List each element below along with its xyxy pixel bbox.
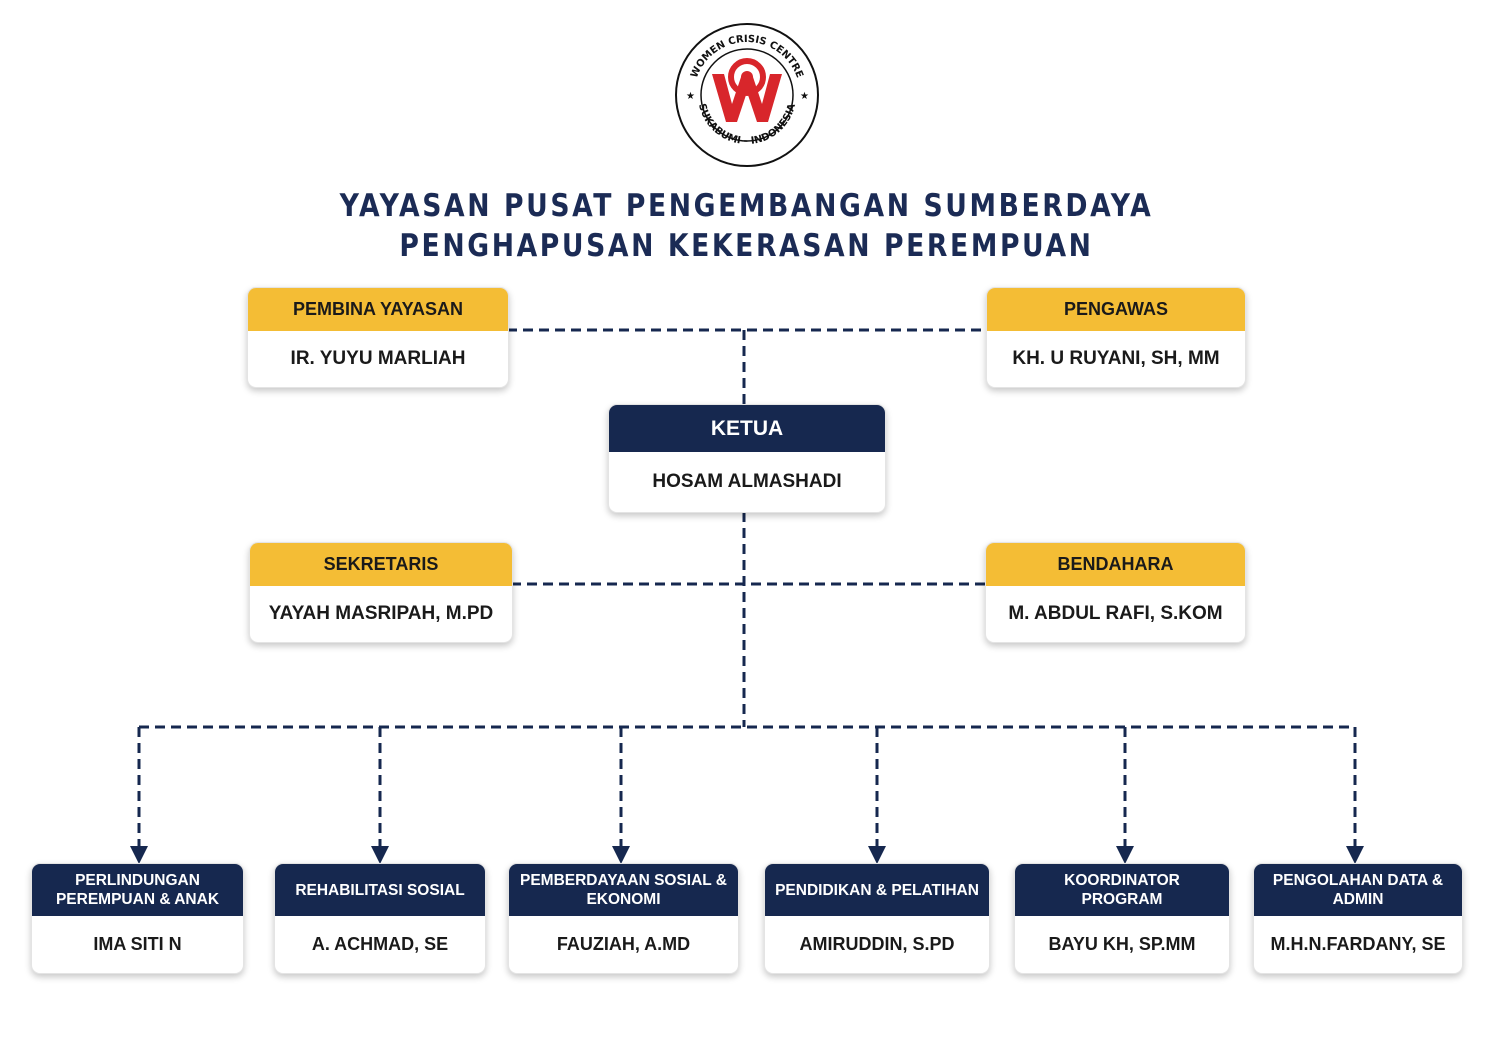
division-card: REHABILITASI SOSIAL A. ACHMAD, SE — [274, 863, 486, 974]
card-role: KETUA — [609, 405, 885, 452]
card-sekretaris: SEKRETARIS YAYAH MASRIPAH, M.PD — [249, 542, 513, 643]
card-pembina: PEMBINA YAYASAN IR. YUYU MARLIAH — [247, 287, 509, 388]
division-name: BAYU KH, SP.MM — [1048, 934, 1196, 954]
logo-star-right: ★ — [800, 91, 809, 102]
division-name: M.H.N.FARDANY, SE — [1270, 934, 1446, 954]
card-name: HOSAM ALMASHADI — [652, 471, 842, 492]
card-role: PENGAWAS — [987, 288, 1245, 331]
logo-star-left: ★ — [686, 91, 695, 102]
division-card: PENGOLAHAN DATA & ADMIN M.H.N.FARDANY, S… — [1253, 863, 1463, 974]
card-bendahara: BENDAHARA M. ABDUL RAFI, S.KOM — [985, 542, 1246, 643]
division-name: A. ACHMAD, SE — [311, 934, 449, 954]
division-card: PEMBERDAYAAN SOSIAL & EKONOMI FAUZIAH, A… — [508, 863, 739, 974]
card-role: BENDAHARA — [986, 543, 1245, 586]
card-name: IR. YUYU MARLIAH — [290, 348, 466, 369]
logo-mark — [712, 58, 782, 122]
division-name: IMA SITI N — [93, 934, 182, 954]
org-title-line1: YAYASAN PUSAT PENGEMBANGAN SUMBERDAYA — [339, 188, 1154, 224]
division-name: AMIRUDDIN, S.PD — [799, 934, 955, 954]
division-name: FAUZIAH, A.MD — [556, 934, 691, 954]
card-name: KH. U RUYANI, SH, MM — [1012, 348, 1220, 369]
division-card: PERLINDUNGAN PEREMPUAN & ANAK IMA SITI N — [31, 863, 244, 974]
card-pengawas: PENGAWAS KH. U RUYANI, SH, MM — [986, 287, 1246, 388]
division-card: KOORDINATOR PROGRAM BAYU KH, SP.MM — [1014, 863, 1230, 974]
division-role: PERLINDUNGAN PEREMPUAN & ANAK — [32, 864, 243, 916]
logo: WOMEN CRISIS CENTRE SUKABUMI - INDONESIA… — [674, 22, 820, 168]
division-role: PEMBERDAYAAN SOSIAL & EKONOMI — [509, 864, 738, 916]
division-role: KOORDINATOR PROGRAM — [1015, 864, 1229, 916]
division-role: PENDIDIKAN & PELATIHAN — [765, 864, 989, 916]
card-role: PEMBINA YAYASAN — [248, 288, 508, 331]
division-card: PENDIDIKAN & PELATIHAN AMIRUDDIN, S.PD — [764, 863, 990, 974]
card-role: SEKRETARIS — [250, 543, 512, 586]
card-ketua: KETUA HOSAM ALMASHADI — [608, 404, 886, 513]
division-role: REHABILITASI SOSIAL — [275, 864, 485, 916]
division-role: PENGOLAHAN DATA & ADMIN — [1254, 864, 1462, 916]
card-name: YAYAH MASRIPAH, M.PD — [268, 603, 494, 624]
card-name: M. ABDUL RAFI, S.KOM — [1008, 603, 1223, 624]
org-title-line2: PENGHAPUSAN KEKERASAN PEREMPUAN — [399, 228, 1094, 264]
